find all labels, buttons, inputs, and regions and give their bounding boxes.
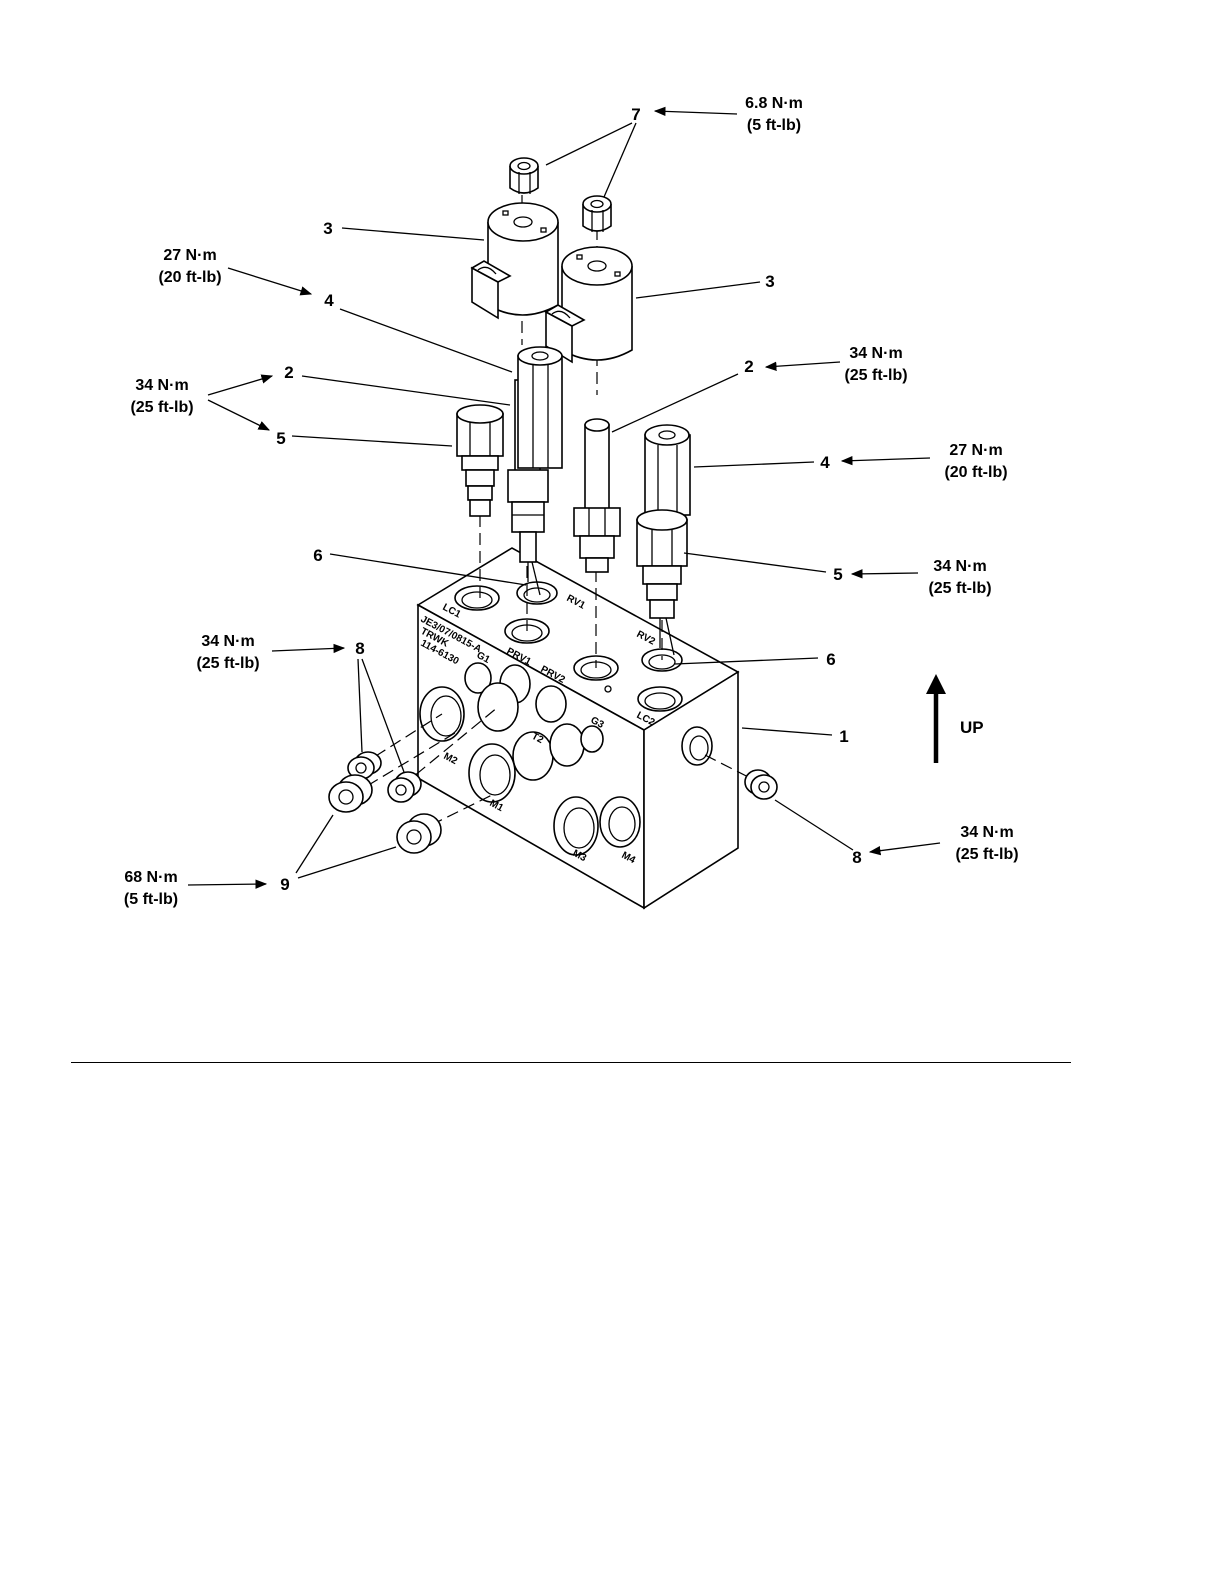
torque-7-nm: 6.8 N·m <box>745 95 803 112</box>
manifold-exploded-diagram: LC1 RV1 RV2 LC2 JE3/07/0815-A TRWK 114-6… <box>0 0 1224 1000</box>
relief-valve-left <box>518 347 562 468</box>
coil-nut-right <box>583 196 611 232</box>
solenoid-coil-right <box>546 247 632 362</box>
plug-9-lower <box>397 814 441 853</box>
callout-4-right: 4 <box>820 453 830 472</box>
torque-8-right-ftlb: (25 ft-lb) <box>955 846 1018 863</box>
coil-nut-left <box>510 158 538 194</box>
plug-8-lower <box>388 772 421 802</box>
torque-2-5-left-nm: 34 N·m <box>135 377 188 394</box>
up-label: UP <box>960 718 984 737</box>
torque-8-left-ftlb: (25 ft-lb) <box>196 655 259 672</box>
plug-8-right <box>745 770 777 799</box>
callout-5-left: 5 <box>276 429 285 448</box>
torque-8-left-nm: 34 N·m <box>201 633 254 650</box>
torque-4-left-nm: 27 N·m <box>163 247 216 264</box>
callout-8-left: 8 <box>355 639 364 658</box>
callout-8-right: 8 <box>852 848 861 867</box>
callout-3-right: 3 <box>765 272 774 291</box>
callout-9: 9 <box>280 875 289 894</box>
solenoid-valve-right <box>574 419 620 572</box>
callout-2-right: 2 <box>744 357 753 376</box>
callout-6-right: 6 <box>826 650 835 669</box>
torque-8-right-nm: 34 N·m <box>960 824 1013 841</box>
callout-3-left: 3 <box>323 219 332 238</box>
plug-9-upper <box>329 775 372 812</box>
torque-4-right-nm: 27 N·m <box>949 442 1002 459</box>
up-arrow <box>926 674 946 763</box>
torque-2-right-nm: 34 N·m <box>849 345 902 362</box>
torque-9-ftlb: (5 ft-lb) <box>124 891 178 908</box>
cartridge-valve-left <box>457 405 503 516</box>
callout-1: 1 <box>839 727 848 746</box>
torque-2-5-left-ftlb: (25 ft-lb) <box>130 399 193 416</box>
torque-2-right-ftlb: (25 ft-lb) <box>844 367 907 384</box>
torque-9-nm: 68 N·m <box>124 869 177 886</box>
callout-6-left: 6 <box>313 546 322 565</box>
relief-valve-right <box>645 425 690 515</box>
callout-5-right: 5 <box>833 565 842 584</box>
solenoid-coil-left <box>472 203 558 318</box>
torque-5-right-nm: 34 N·m <box>933 558 986 575</box>
torque-4-left-ftlb: (20 ft-lb) <box>158 269 221 286</box>
callout-2-left: 2 <box>284 363 293 382</box>
horizontal-rule <box>71 1062 1071 1063</box>
torque-7-ftlb: (5 ft-lb) <box>747 117 801 134</box>
torque-4-right-ftlb: (20 ft-lb) <box>944 464 1007 481</box>
torque-5-right-ftlb: (25 ft-lb) <box>928 580 991 597</box>
callout-4-left: 4 <box>324 291 334 310</box>
callout-7: 7 <box>631 105 640 124</box>
